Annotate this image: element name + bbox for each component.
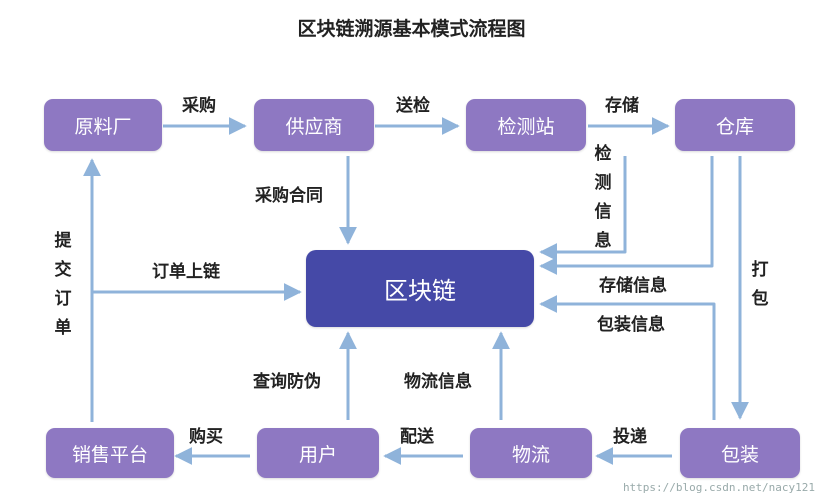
node-sales-platform: 销售平台 [46,428,174,478]
label-purchase: 采购 [182,96,216,116]
node-user: 用户 [257,428,379,478]
diagram-title: 区块链溯源基本模式流程图 [297,18,526,40]
arrow-storage-info [539,156,714,275]
node-logistics: 物流 [470,428,592,478]
label-storage-info: 存储信息 [599,276,667,296]
node-blockchain: 区块链 [306,250,534,327]
label-purchase-contract: 采购合同 [255,186,323,206]
label-order-onchain: 订单上链 [152,262,220,282]
arrow-inspect-info [539,156,627,261]
label-pack: 打包 [751,260,769,309]
label-package-info: 包装信息 [597,315,665,335]
node-packaging: 包装 [680,428,800,478]
label-logistics-info: 物流信息 [404,372,472,392]
label-inspect-info: 检测信息 [594,144,612,251]
watermark-url: https://blog.csdn.net/nacy121 [622,481,815,494]
label-deliver: 配送 [400,427,434,447]
arrow-package-info [539,295,716,420]
label-send-inspect: 送检 [396,96,430,116]
label-post: 投递 [613,427,647,447]
label-submit-order: 提交订单 [54,231,72,338]
node-warehouse: 仓库 [675,99,795,151]
label-anti-fake: 查询防伪 [253,372,321,392]
label-store: 存储 [605,96,639,116]
node-supplier: 供应商 [254,99,374,151]
node-inspection: 检测站 [466,99,586,151]
label-buy: 购买 [189,427,223,447]
node-raw-material: 原料厂 [44,99,162,151]
